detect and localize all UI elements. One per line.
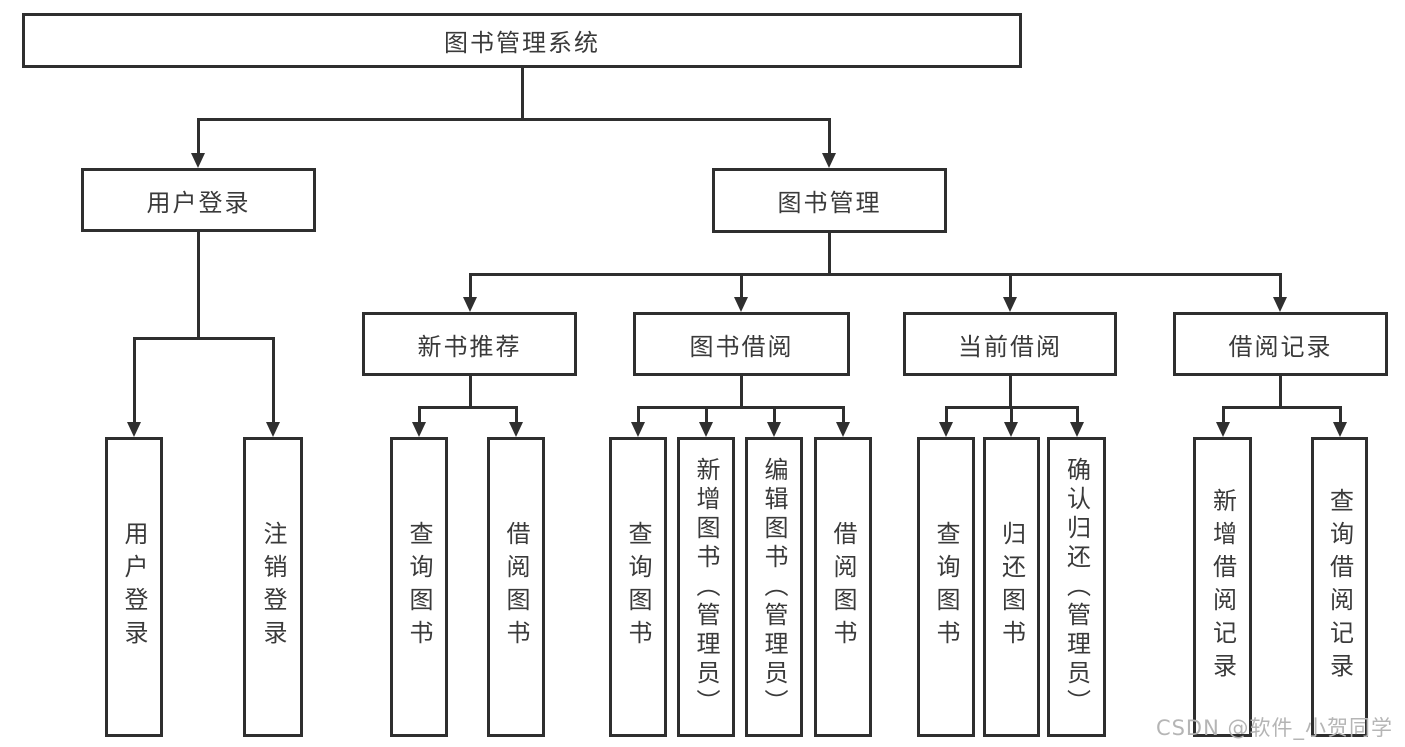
connector-line [945, 406, 948, 422]
arrowhead-down-icon [939, 422, 953, 437]
arrowhead-down-icon [734, 297, 748, 312]
leaf-query-borrow-record: 查询借阅记录 [1311, 437, 1368, 737]
connector-line [773, 406, 776, 422]
leaf-edit-books-admin: 编辑图书（管理员） [745, 437, 803, 737]
connector-line [637, 406, 640, 422]
leaf-label: 借阅图书 [829, 521, 857, 653]
leaf-label: 编辑图书（管理员） [760, 456, 788, 718]
connector-line [637, 406, 845, 409]
connector-line [515, 406, 518, 422]
leaf-logout: 注销登录 [243, 437, 303, 737]
arrowhead-down-icon [266, 422, 280, 437]
connector-line [469, 273, 1281, 276]
connector-line [740, 376, 743, 408]
leaf-return-books: 归还图书 [983, 437, 1040, 737]
connector-line [418, 406, 518, 409]
node-user-login: 用户登录 [81, 168, 316, 232]
leaf-label: 用户登录 [120, 521, 148, 653]
leaf-add-books-admin: 新增图书（管理员） [677, 437, 735, 737]
arrowhead-down-icon [1333, 422, 1347, 437]
node-book-borrow: 图书借阅 [633, 312, 850, 376]
leaf-add-borrow-record: 新增借阅记录 [1193, 437, 1252, 737]
arrowhead-down-icon [412, 422, 426, 437]
arrowhead-down-icon [836, 422, 850, 437]
connector-line [1010, 406, 1013, 422]
arrowhead-down-icon [191, 153, 205, 168]
connector-line [1339, 406, 1342, 422]
leaf-borrow-books: 借阅图书 [814, 437, 872, 737]
leaf-label: 新增图书（管理员） [692, 456, 720, 718]
leaf-label: 新增借阅记录 [1208, 488, 1237, 686]
connector-line [1279, 273, 1282, 297]
connector-line [418, 406, 421, 422]
leaf-confirm-return-admin: 确认归还（管理员） [1047, 437, 1106, 737]
leaf-label: 确认归还（管理员） [1062, 456, 1091, 718]
connector-line [197, 232, 200, 340]
arrowhead-down-icon [1003, 297, 1017, 312]
connector-line [828, 118, 831, 153]
leaf-borrow-books-recommend: 借阅图书 [487, 437, 545, 737]
connector-line [1009, 376, 1012, 408]
arrowhead-down-icon [1216, 422, 1230, 437]
arrowhead-down-icon [699, 422, 713, 437]
node-borrow-records: 借阅记录 [1173, 312, 1388, 376]
connector-line [469, 376, 472, 408]
connector-line [469, 273, 472, 297]
leaf-query-books-borrow: 查询图书 [609, 437, 667, 737]
leaf-label: 查询图书 [624, 521, 652, 653]
arrowhead-down-icon [822, 153, 836, 168]
leaf-label: 查询图书 [405, 521, 433, 653]
connector-line [272, 337, 275, 422]
arrowhead-down-icon [509, 422, 523, 437]
connector-line [197, 118, 200, 153]
connector-line [1076, 406, 1079, 422]
node-book-management: 图书管理 [712, 168, 947, 233]
connector-line [521, 68, 524, 120]
arrowhead-down-icon [631, 422, 645, 437]
connector-line [828, 233, 831, 275]
arrowhead-down-icon [1273, 297, 1287, 312]
leaf-label: 归还图书 [997, 521, 1026, 653]
leaf-query-books-recommend: 查询图书 [390, 437, 448, 737]
arrowhead-down-icon [1070, 422, 1084, 437]
arrowhead-down-icon [767, 422, 781, 437]
connector-line [1222, 406, 1225, 422]
connector-line [1009, 273, 1012, 297]
connector-line [197, 118, 831, 121]
node-library-management-system: 图书管理系统 [22, 13, 1022, 68]
leaf-user-login: 用户登录 [105, 437, 163, 737]
connector-line [740, 273, 743, 297]
arrowhead-down-icon [127, 422, 141, 437]
leaf-query-books-current: 查询图书 [917, 437, 975, 737]
leaf-label: 注销登录 [259, 521, 287, 653]
node-new-book-recommend: 新书推荐 [362, 312, 577, 376]
leaf-label: 查询图书 [932, 521, 960, 653]
leaf-label: 查询借阅记录 [1325, 488, 1354, 686]
node-current-borrow: 当前借阅 [903, 312, 1117, 376]
leaf-label: 借阅图书 [502, 521, 530, 653]
connector-line [1279, 376, 1282, 408]
connector-line [133, 337, 136, 422]
arrowhead-down-icon [463, 297, 477, 312]
connector-line [1222, 406, 1342, 409]
connector-line [842, 406, 845, 422]
connector-line [705, 406, 708, 422]
connector-line [133, 337, 275, 340]
csdn-watermark: CSDN @软件_小贺同学 [1155, 716, 1393, 740]
arrowhead-down-icon [1004, 422, 1018, 437]
